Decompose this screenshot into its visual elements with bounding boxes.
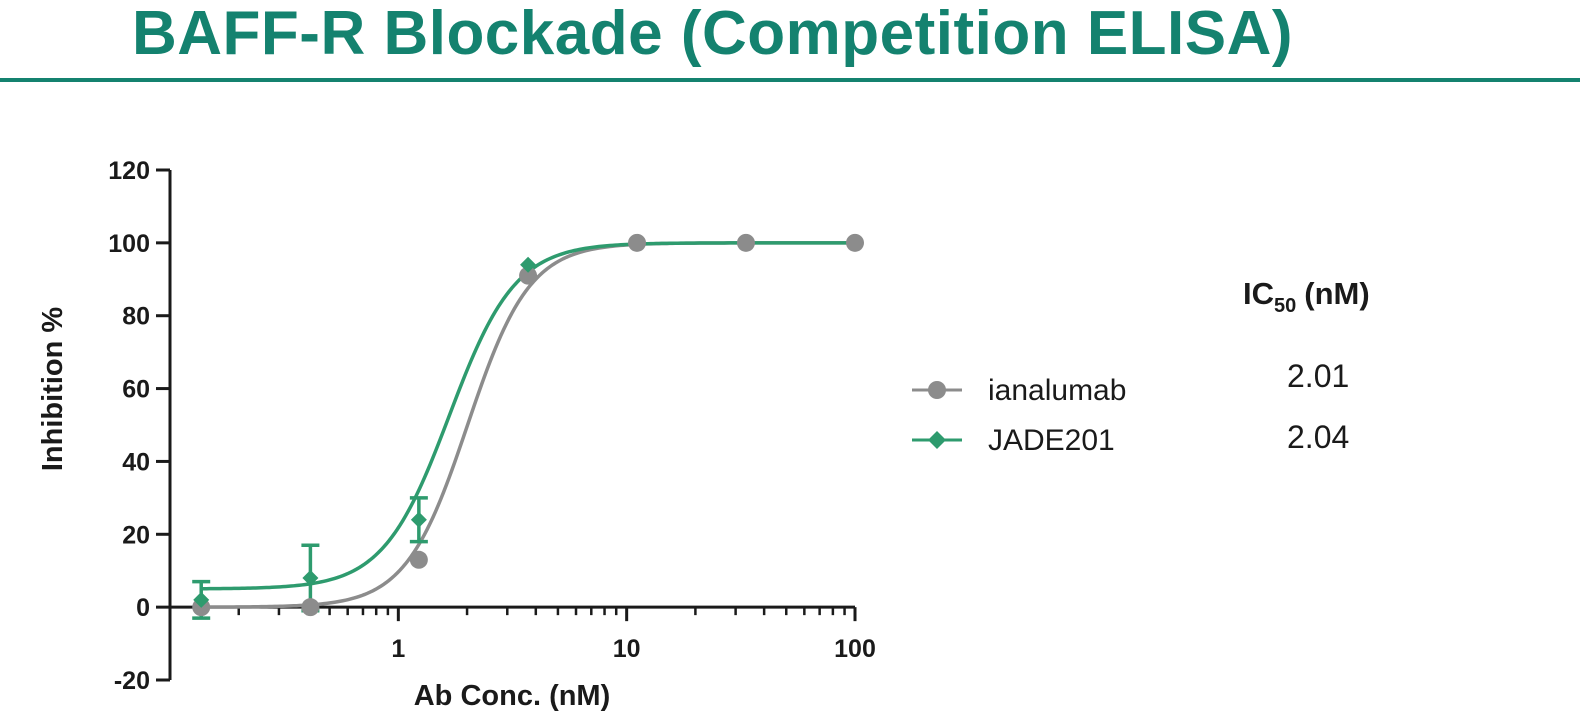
fit-curve-jade201 bbox=[201, 241, 855, 591]
ic50-header-sub: 50 bbox=[1274, 295, 1296, 317]
ic50-value-jade201: 2.04 bbox=[1287, 419, 1349, 455]
x-tick-label: 100 bbox=[834, 635, 876, 663]
title-divider bbox=[0, 78, 1580, 82]
legend-marker-ianalumab bbox=[928, 381, 946, 399]
ic50-header: IC50 (nM) bbox=[1243, 276, 1370, 317]
x-tick-label: 10 bbox=[613, 635, 641, 663]
y-tick-label: 20 bbox=[122, 521, 150, 549]
y-tick-label: 40 bbox=[122, 448, 150, 476]
data-point-jade201 bbox=[520, 256, 537, 273]
data-point-ianalumab bbox=[846, 233, 864, 252]
ic50-value-ianalumab: 2.01 bbox=[1287, 358, 1349, 394]
data-point-jade201 bbox=[302, 570, 319, 586]
y-tick-label: 120 bbox=[108, 157, 150, 185]
data-point-ianalumab bbox=[736, 233, 755, 252]
data-point-jade201 bbox=[193, 591, 210, 608]
y-tick-label: 0 bbox=[136, 594, 150, 622]
data-point-ianalumab bbox=[409, 550, 428, 569]
x-tick-label: 1 bbox=[391, 635, 405, 663]
data-point-ianalumab bbox=[628, 233, 647, 252]
data-point-ianalumab bbox=[301, 598, 320, 617]
ic50-header-unit: (nM) bbox=[1304, 276, 1369, 311]
ic50-header-main: IC bbox=[1243, 276, 1274, 311]
y-tick-label: 100 bbox=[108, 230, 150, 258]
legend: ianalumab JADE201 bbox=[912, 374, 1126, 457]
fit-curve-ianalumab bbox=[201, 241, 855, 609]
ic50-table: IC50 (nM) 2.01 2.04 bbox=[1243, 276, 1370, 455]
page-title: BAFF-R Blockade (Competition ELISA) bbox=[132, 0, 1294, 68]
legend-label-ianalumab: ianalumab bbox=[988, 374, 1126, 407]
fit-curves bbox=[201, 241, 855, 609]
data-points bbox=[192, 233, 864, 617]
y-tick-label: -20 bbox=[114, 667, 150, 695]
data-point-ianalumab bbox=[519, 266, 538, 285]
x-axis-title: Ab Conc. (nM) bbox=[414, 680, 611, 712]
legend-label-jade201: JADE201 bbox=[988, 424, 1115, 457]
y-tick-label: 80 bbox=[122, 303, 150, 331]
y-tick-label: 60 bbox=[122, 376, 150, 404]
legend-marker-jade201 bbox=[928, 431, 946, 449]
y-axis-title: Inhibition % bbox=[37, 307, 69, 472]
data-point-jade201 bbox=[410, 511, 427, 528]
